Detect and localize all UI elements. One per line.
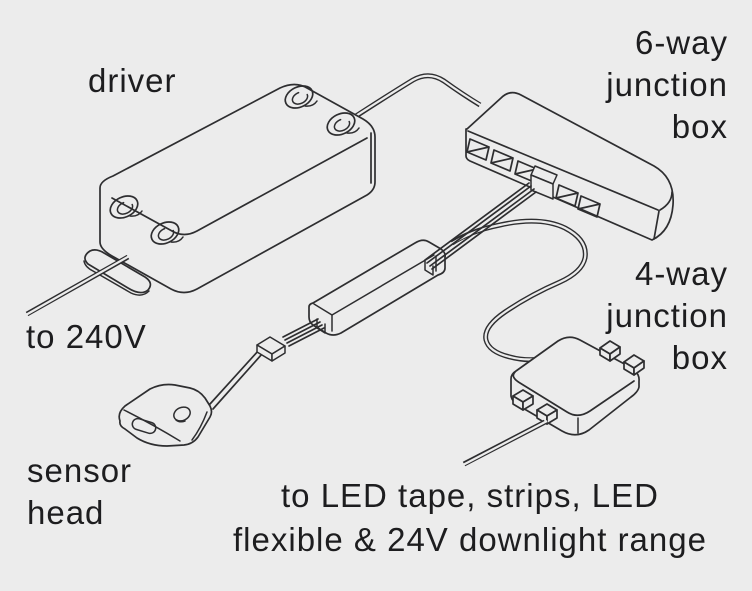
ribbon-cable-upper <box>424 182 537 270</box>
screw-boss <box>109 195 143 219</box>
driver-silhouette <box>99 83 376 294</box>
driver-to-junction-cable <box>347 73 483 123</box>
sensor-label: sensor head <box>27 452 133 531</box>
driver-top-front-edge <box>111 137 368 236</box>
driver-mount-plate <box>84 249 152 294</box>
junction4-tab <box>623 354 645 376</box>
junction4-tab <box>536 403 558 425</box>
sensor-head <box>118 383 213 447</box>
junction4-label: 4-way junction box <box>606 255 728 376</box>
junction6-front-right-edge <box>653 210 660 240</box>
output-cable <box>460 419 548 467</box>
junction4-tab <box>599 340 621 362</box>
junction4-tab <box>512 389 534 411</box>
junction6-top-right-corner <box>659 191 673 211</box>
screw-boss <box>326 112 360 136</box>
junction6-silhouette <box>465 91 674 241</box>
junction-box-6way <box>465 91 674 241</box>
junction6-plug <box>530 165 558 200</box>
screw-boss <box>284 85 318 109</box>
junction-box-4way <box>510 336 645 436</box>
junction-link-cable <box>447 218 588 363</box>
mains-label: to 240V <box>26 318 147 355</box>
output-label: to LED tape, strips, LED flexible & 24V … <box>233 477 707 558</box>
driver-box <box>83 83 376 296</box>
screw-boss <box>150 221 184 245</box>
receiver-module <box>308 239 447 336</box>
sensor-aperture <box>131 417 157 435</box>
driver-label: driver <box>88 62 177 99</box>
ribbon-cable-lower <box>282 318 325 347</box>
junction6-top-front-edge <box>467 130 659 211</box>
junction4-top-face-edge <box>512 371 635 417</box>
sensor-lens <box>173 406 191 422</box>
junction6-label: 6-way junction box <box>606 24 728 145</box>
sensor-lead <box>209 349 263 410</box>
sensor-connector <box>256 336 286 362</box>
mains-cable <box>23 254 132 317</box>
receiver-notch <box>424 260 434 276</box>
